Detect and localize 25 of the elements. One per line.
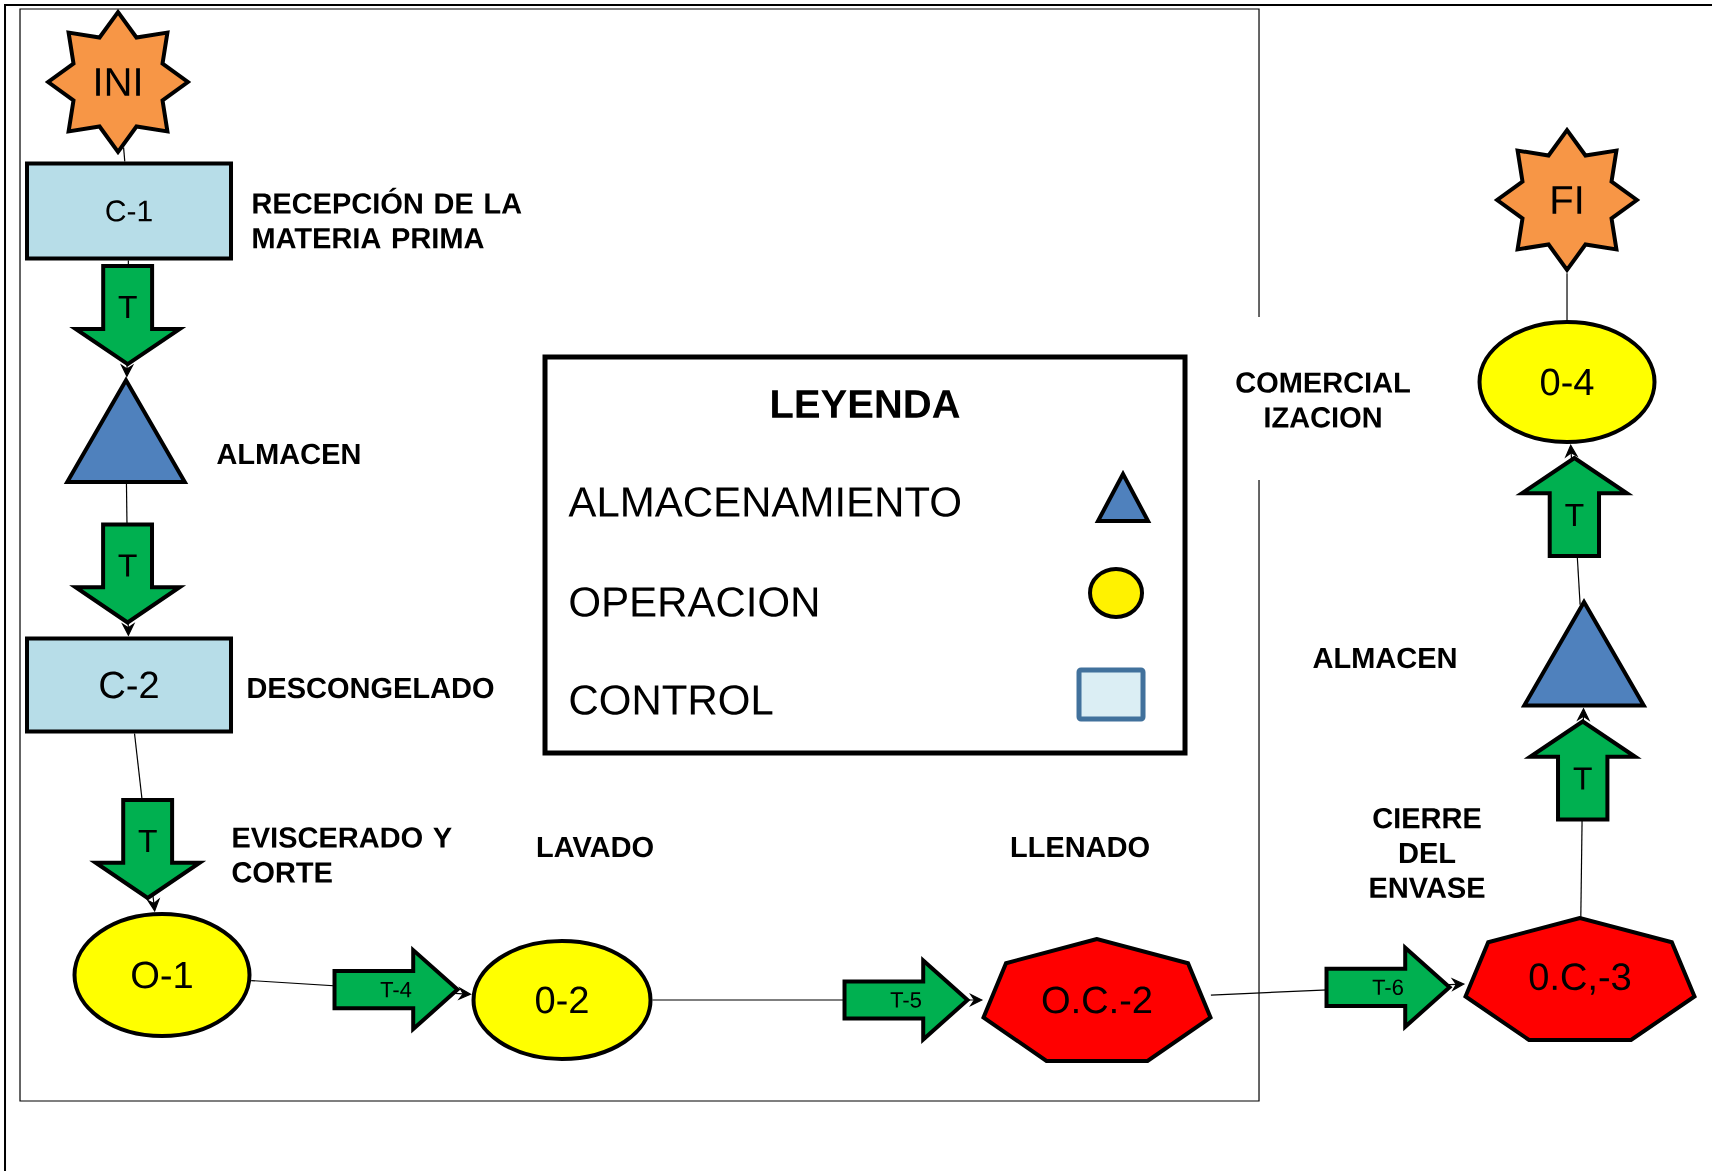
edge-label: T [118,296,137,319]
edge-label: T [118,554,137,577]
step-label: COMERCIAL IZACION [1236,372,1410,428]
step-label: ALMACEN [1313,647,1456,669]
edge-label: T-6 [1372,979,1403,996]
step-label: ALMACEN [217,443,360,465]
step-label: LAVADO [537,836,653,858]
control-box: C-2 [25,636,233,734]
step-label: CIERRE DEL ENVASE [1370,807,1485,899]
edge-label: T [1565,504,1584,526]
step-label: EVISCERADO Y CORTE [232,827,452,883]
edge-label: T [138,830,157,852]
control-box: C-1 [25,161,233,261]
edge-label: T-5 [890,992,921,1008]
step-label: DESCONGELADO [248,677,494,699]
legend-label: OPERACION [570,587,818,617]
edge-label: T-4 [380,982,412,998]
block-arrow [250,945,472,1034]
legend-label: ALMACENAMIENTO [568,487,960,517]
connector-line [123,147,126,163]
connector-line [1566,272,1568,321]
step-label: LLENADO [1011,836,1149,858]
step-label: RECEPCIÓN DE LA MATERIA PRIMA [253,187,522,249]
legend-label: CONTROL [570,685,773,715]
edge-label: T [1573,767,1592,790]
